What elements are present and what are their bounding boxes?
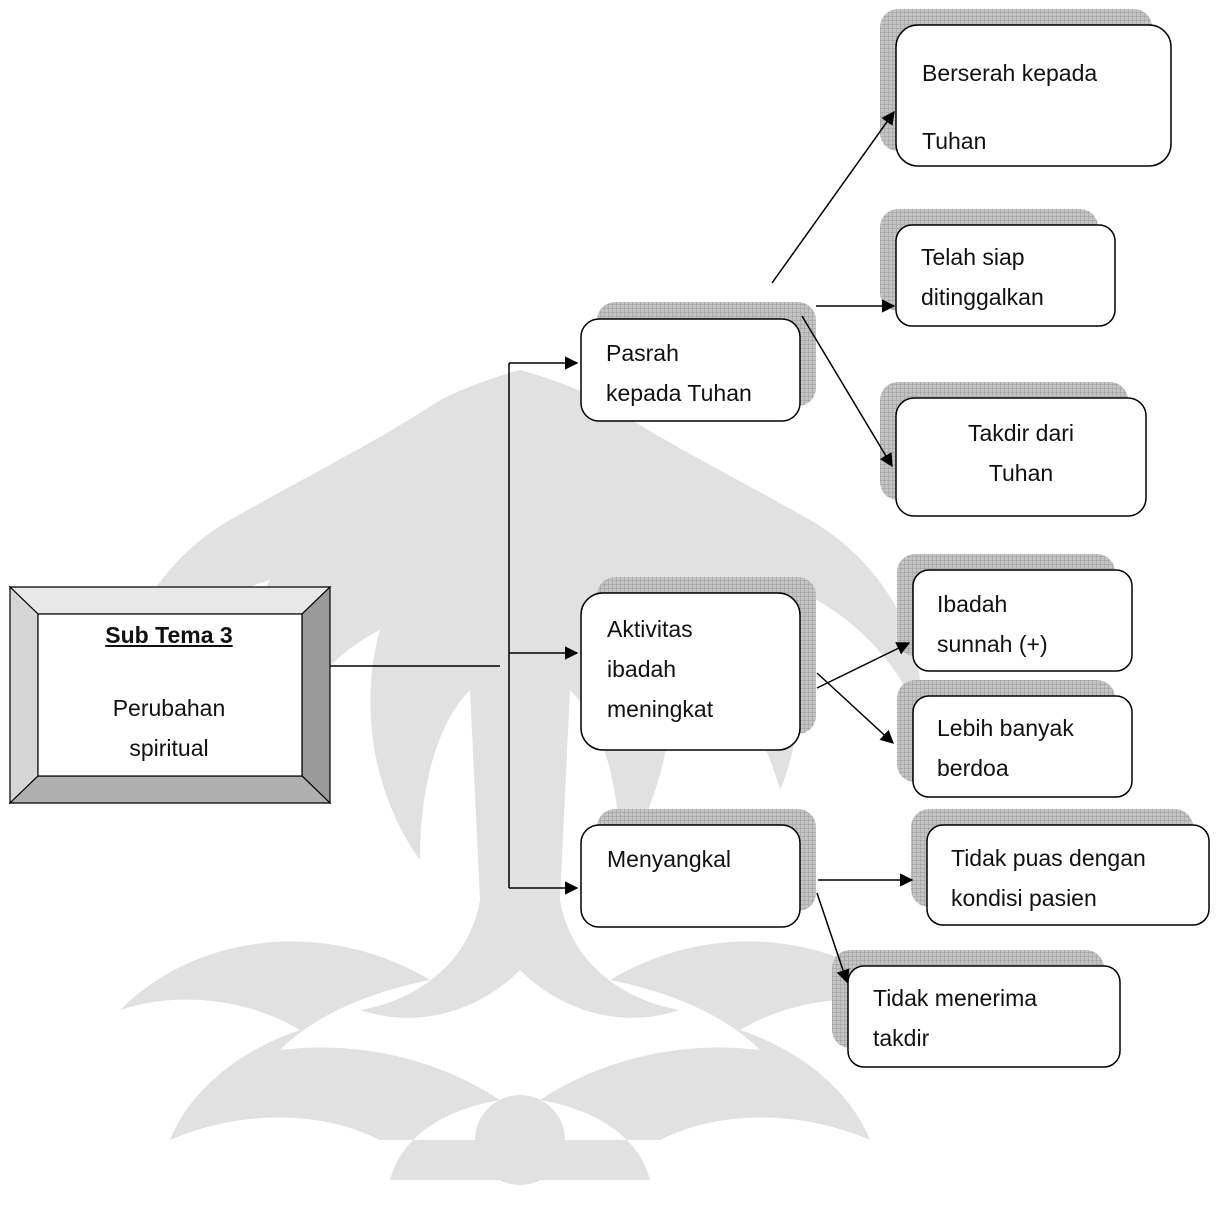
berdoa-box <box>912 695 1133 798</box>
root-box <box>8 585 332 805</box>
aktivitas-label: Aktivitas ibadah meningkat <box>607 609 713 729</box>
aktivitas-line2: ibadah <box>607 656 677 682</box>
menyangkal-label: Menyangkal <box>607 839 731 879</box>
tidak-puas-label: Tidak puas dengan kondisi pasien <box>951 838 1146 918</box>
siap-box <box>895 224 1116 327</box>
berserah-line2: Tuhan <box>922 128 987 154</box>
tidak-menerima-line1: Tidak menerima <box>873 985 1038 1011</box>
siap-label: Telah siap ditinggalkan <box>921 237 1044 317</box>
tidak-menerima-box <box>847 965 1121 1068</box>
sunnah-label: Ibadah sunnah (+) <box>937 584 1048 664</box>
tidak-puas-line1: Tidak puas dengan <box>951 845 1146 871</box>
berdoa-line2: berdoa <box>937 755 1009 781</box>
siap-line2: ditinggalkan <box>921 284 1044 310</box>
aktivitas-box <box>580 592 801 751</box>
aktivitas-line1: Aktivitas <box>607 616 693 642</box>
sunnah-box <box>912 569 1133 672</box>
menyangkal-box <box>580 824 801 928</box>
pasrah-line2: kepada Tuhan <box>606 380 752 406</box>
berserah-box <box>895 24 1172 167</box>
berserah-label: Berserah kepada Tuhan <box>922 39 1097 175</box>
berdoa-label: Lebih banyak berdoa <box>937 708 1074 788</box>
tidak-puas-line2: kondisi pasien <box>951 885 1097 911</box>
pasrah-label: Pasrah kepada Tuhan <box>606 333 752 413</box>
siap-line1: Telah siap <box>921 244 1025 270</box>
sunnah-line1: Ibadah <box>937 591 1008 617</box>
aktivitas-line3: meningkat <box>607 696 714 722</box>
tidak-menerima-label: Tidak menerima takdir <box>873 978 1037 1058</box>
takdir-tuhan-label: Takdir dari Tuhan <box>896 413 1146 493</box>
pasrah-line1: Pasrah <box>606 340 679 366</box>
root-subtitle-line2: spiritual <box>129 735 209 761</box>
root-subtitle-line1: Perubahan <box>112 695 226 721</box>
watermark-emblem <box>118 370 922 1185</box>
pasrah-box <box>580 318 801 422</box>
root-subtitle: Perubahan spiritual <box>38 688 300 768</box>
connectors <box>330 110 914 984</box>
sunnah-line2: sunnah (+) <box>937 631 1048 657</box>
takdir-tuhan-line2: Tuhan <box>988 460 1054 486</box>
berserah-line1: Berserah kepada <box>922 60 1098 86</box>
menyangkal-line1: Menyangkal <box>607 846 732 872</box>
berdoa-line1: Lebih banyak <box>937 715 1074 741</box>
takdir-tuhan-box <box>895 397 1147 517</box>
root-title: Sub Tema 3 <box>105 622 233 648</box>
tidak-puas-box <box>926 824 1210 926</box>
takdir-tuhan-line1: Takdir dari <box>967 420 1075 446</box>
tidak-menerima-line2: takdir <box>873 1025 930 1051</box>
